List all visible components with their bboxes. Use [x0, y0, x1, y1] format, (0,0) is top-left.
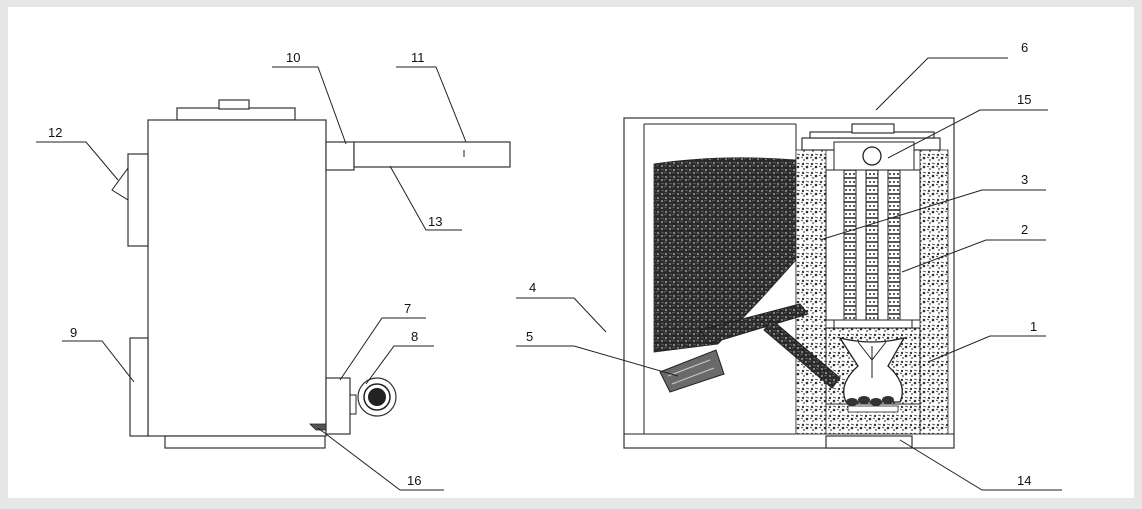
label-2: 2 [1021, 222, 1028, 237]
fan-icon [368, 388, 386, 406]
side-view [111, 99, 511, 449]
label-12: 12 [48, 125, 62, 140]
tube-3 [887, 169, 901, 321]
flue-collar [325, 141, 355, 171]
label-15: 15 [1017, 92, 1031, 107]
label-10: 10 [286, 50, 300, 65]
diagram-frame: 10 11 12 13 7 8 9 16 6 15 3 2 4 5 1 14 [8, 7, 1134, 498]
top-outlet [851, 123, 895, 134]
label-1: 1 [1030, 319, 1037, 334]
label-5: 5 [526, 329, 533, 344]
upper-door-handle [111, 167, 129, 201]
top-cap [218, 99, 250, 110]
boiler-base [164, 435, 326, 449]
pellet-bed [846, 396, 894, 406]
ash-tray [825, 435, 913, 449]
label-9: 9 [70, 325, 77, 340]
label-3: 3 [1021, 172, 1028, 187]
tube-2 [865, 169, 879, 321]
top-lid [176, 107, 296, 121]
label-13: 13 [428, 214, 442, 229]
label-11: 11 [411, 50, 425, 65]
label-16: 16 [407, 473, 421, 488]
fan-box [325, 377, 351, 435]
insulation-right [919, 149, 949, 435]
boiler-diagram: 10 11 12 13 7 8 9 16 6 15 3 2 4 5 1 14 [36, 40, 1062, 491]
label-8: 8 [411, 329, 418, 344]
label-6: 6 [1021, 40, 1028, 55]
insulation-left [795, 149, 827, 435]
callout-labels: 10 11 12 13 7 8 9 16 6 15 3 2 4 5 1 14 [48, 40, 1037, 488]
leader-lines [36, 57, 1062, 491]
upper-door [127, 153, 149, 247]
boiler-body [147, 119, 327, 437]
flue-pipe [353, 141, 511, 168]
drain-valve-icon [309, 423, 327, 431]
feed-chute [763, 319, 841, 389]
label-14: 14 [1017, 473, 1031, 488]
pellet-hopper [653, 157, 797, 353]
label-4: 4 [529, 280, 536, 295]
tube-1 [843, 169, 857, 321]
lower-door [129, 337, 149, 437]
section-view [623, 117, 955, 449]
auger-tube [699, 303, 809, 345]
label-7: 7 [404, 301, 411, 316]
